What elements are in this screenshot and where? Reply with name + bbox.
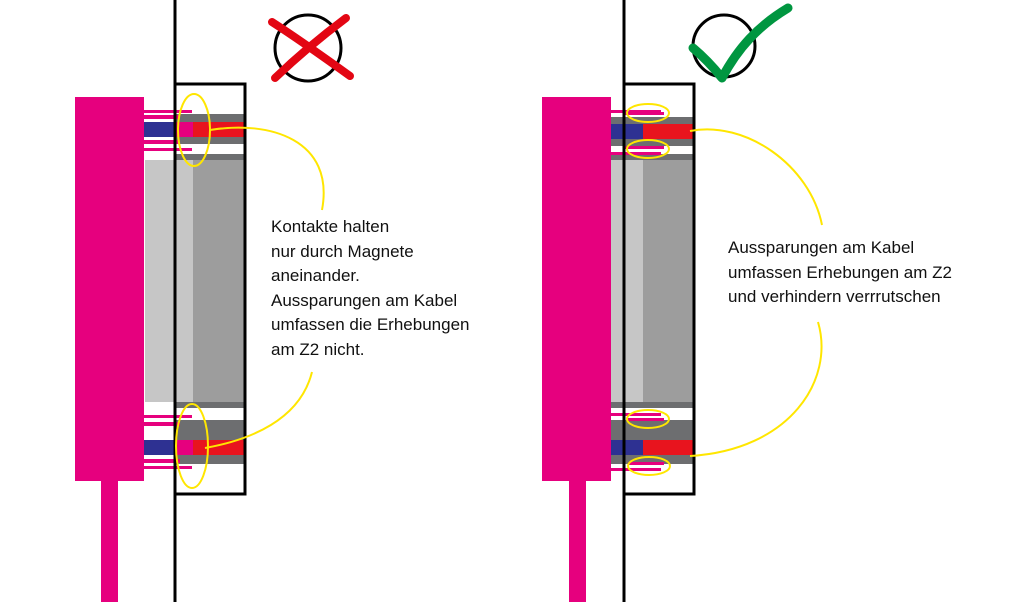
green-checkmark-icon: [688, 3, 793, 83]
highlight-ellipse-4-right: [627, 456, 671, 476]
callout-line: Aussparungen am Kabel: [271, 290, 458, 310]
callout-text-wrong: Kontakte halten nur durch Magnete aneina…: [271, 215, 469, 362]
leader-line-lower-right: [689, 321, 823, 457]
callout-line: Kontakte halten: [271, 217, 390, 236]
leader-line-upper-right: [689, 128, 823, 226]
leader-line-lower-left: [204, 371, 313, 449]
callout-line: Aussparungen am Kabel: [728, 238, 915, 257]
z2-outline-left: [173, 82, 247, 496]
highlight-ellipse-3-right: [626, 409, 670, 429]
highlight-ellipse-lower-left: [175, 403, 209, 489]
cable-wire-left: [101, 480, 118, 602]
callout-line: aneinander.: [271, 266, 360, 285]
callout-text-correct: Aussparungen am Kabel umfassen Erhebunge…: [728, 236, 952, 310]
callout-line: und verhindern verrrutschen: [728, 287, 941, 306]
callout-line: nur durch Magnete: [271, 241, 414, 261]
highlight-ellipse-2-right: [626, 139, 670, 159]
contact-upper-right: [611, 110, 694, 155]
panel-wrong: [75, 0, 354, 602]
highlight-ellipse-1-right: [626, 103, 670, 123]
callout-line: umfassen Erhebungen am Z2: [728, 262, 952, 282]
callout-line: umfassen die Erhebungen: [271, 315, 470, 334]
contact-lower-right: [611, 413, 694, 471]
cable-plug-left: [75, 97, 144, 481]
panel-correct: [542, 0, 823, 602]
cable-plug-right: [542, 97, 611, 481]
cable-wire-right: [569, 480, 586, 602]
leader-line-upper-left: [209, 126, 325, 211]
contact-upper-left: [144, 110, 245, 151]
red-x-cross-icon: [268, 13, 354, 83]
z2-outline-right: [622, 82, 696, 496]
callout-line: am Z2 nicht.: [271, 339, 365, 359]
contact-lower-left: [144, 415, 245, 469]
